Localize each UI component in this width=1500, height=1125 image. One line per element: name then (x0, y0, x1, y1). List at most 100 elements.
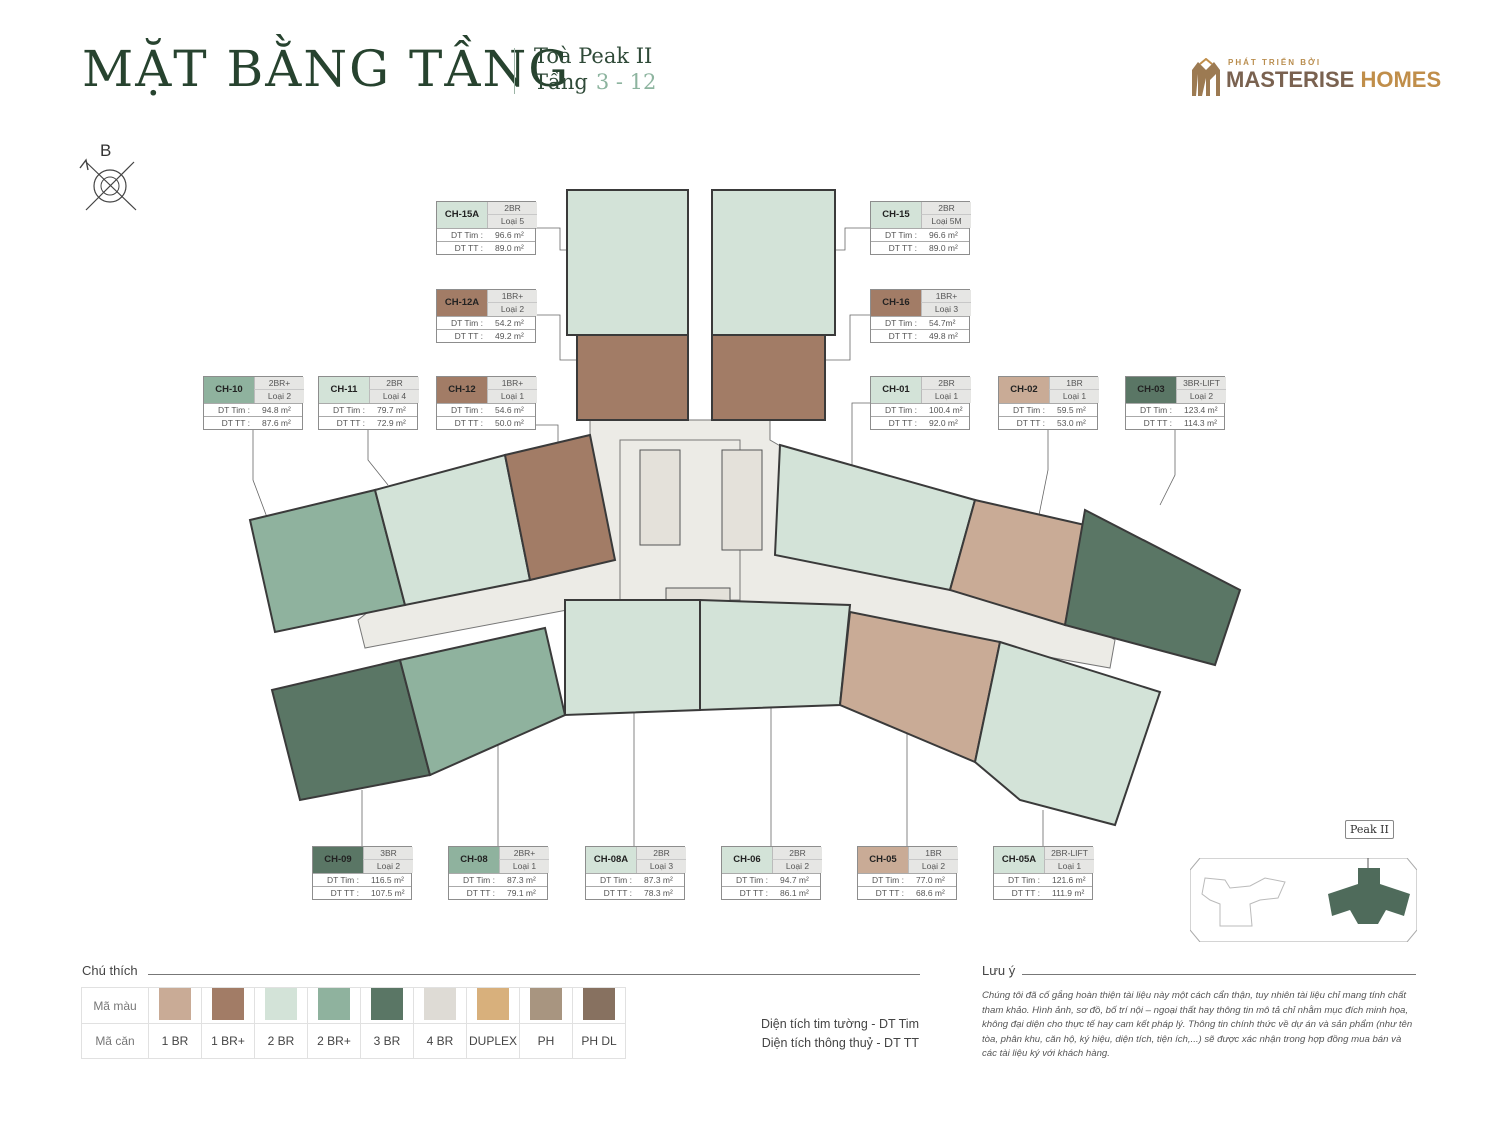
dt-tim-label: DT Tim : (885, 230, 917, 240)
unit-ch-05a[interactable] (973, 640, 1162, 827)
dt-tim-value: 123.4 m² (1184, 405, 1218, 415)
logo-text-homes: HOMES (1360, 67, 1442, 92)
dt-tt-value: 86.1 m² (780, 888, 809, 898)
note-title: Lưu ý (982, 963, 1016, 978)
unit-ch-16[interactable] (711, 334, 826, 421)
dt-tim-value: 116.5 m² (371, 875, 404, 885)
unit-type: 2BR+ (254, 377, 304, 390)
unit-type: 3BR (363, 847, 413, 860)
unit-code: CH-05A (994, 847, 1044, 873)
dt-tt-label: DT TT : (888, 243, 917, 253)
tower-name: Toà Peak II (534, 44, 653, 68)
dt-tim-value: 54.6 m² (495, 405, 524, 415)
unit-type: 2BR (369, 377, 419, 390)
unit-ch-11[interactable] (373, 453, 532, 607)
legend-label: PH (519, 1023, 573, 1059)
unit-variant: Loại 2 (772, 860, 822, 873)
dt-tim-label: DT Tim : (885, 405, 917, 415)
unit-type: 1BR (1049, 377, 1099, 390)
unit-variant: Loại 2 (254, 390, 304, 403)
dt-tt-label: DT TT : (888, 418, 917, 428)
legend-swatch-cell (360, 987, 414, 1024)
unit-ch-03[interactable] (1063, 508, 1242, 667)
unit-type: 1BR+ (487, 290, 537, 303)
dt-tt-label: DT TT : (1011, 888, 1040, 898)
unit-type: 2BR+ (499, 847, 549, 860)
unit-ch-12a[interactable] (576, 334, 689, 421)
unit-variant: Loại 1 (499, 860, 549, 873)
dt-tim-value: 59.5 m² (1057, 405, 1086, 415)
unit-ch-08[interactable] (398, 626, 567, 777)
elevator-shaft (721, 449, 763, 551)
disclaimer-text: Chúng tôi đã cố gắng hoàn thiện tài liệu… (982, 990, 1413, 1060)
page-title: MẶT BẰNG TẦNG (82, 40, 571, 98)
unit-code: CH-15A (437, 202, 487, 228)
dt-tt-value: 49.8 m² (929, 331, 958, 341)
dt-tt-value: 68.6 m² (916, 888, 945, 898)
legend-swatch (477, 988, 509, 1020)
legend-swatch (212, 988, 244, 1020)
dt-tim-label: DT Tim : (451, 230, 483, 240)
unit-ch-15a[interactable] (566, 189, 689, 336)
unit-ch-08a[interactable] (564, 599, 701, 717)
unit-ch-12[interactable] (503, 433, 617, 582)
dt-tt-label: DT TT : (739, 888, 768, 898)
legend-swatch (265, 988, 297, 1020)
unit-code: CH-16 (871, 290, 921, 316)
legend-swatch-cell (254, 987, 308, 1024)
area-def-dt-tt: Diện tích thông thuỷ - DT TT (761, 1036, 919, 1050)
dt-tt-value: 78.3 m² (644, 888, 673, 898)
legend-label: 3 BR (360, 1023, 414, 1059)
compass-icon: B (79, 141, 137, 211)
dt-tt-label: DT TT : (1143, 418, 1172, 428)
keymap-peak-i-outline (1201, 877, 1286, 927)
area-definitions: Diện tích tim tường - DT Tim Diện tích t… (700, 1015, 919, 1053)
logo-text: MASTERISE HOMES (1226, 67, 1441, 93)
unit-code: CH-06 (722, 847, 772, 873)
unit-code: CH-05 (858, 847, 908, 873)
dt-tt-value: 79.1 m² (507, 888, 536, 898)
unit-variant: Loại 2 (1176, 390, 1226, 403)
legend-title: Chú thích (82, 963, 138, 978)
dt-tt-value: 114.3 m² (1184, 418, 1217, 428)
dt-tt-value: 92.0 m² (929, 418, 958, 428)
unit-ch-06[interactable] (699, 598, 852, 712)
legend-swatch-cell (466, 987, 520, 1024)
floor-label: Tầng (534, 70, 588, 94)
unit-variant: Loại 2 (487, 303, 537, 316)
dt-tt-value: 72.9 m² (377, 418, 406, 428)
unit-code: CH-03 (1126, 377, 1176, 403)
unit-code: CH-08A (586, 847, 636, 873)
unit-type: 3BR-LIFT (1176, 377, 1226, 390)
unit-variant: Loại 5M (921, 215, 971, 228)
unit-ch-15[interactable] (711, 189, 836, 336)
legend-label: 1 BR+ (201, 1023, 255, 1059)
elevator-shaft (639, 449, 681, 546)
unit-code: CH-01 (871, 377, 921, 403)
dt-tim-value: 96.6 m² (495, 230, 524, 240)
dt-tim-label: DT Tim : (1008, 875, 1040, 885)
unit-variant: Loại 3 (921, 303, 971, 316)
dt-tt-value: 111.9 m² (1052, 888, 1085, 898)
unit-type: 2BR (636, 847, 686, 860)
dt-tim-value: 100.4 m² (929, 405, 963, 415)
dt-tt-label: DT TT : (875, 888, 904, 898)
